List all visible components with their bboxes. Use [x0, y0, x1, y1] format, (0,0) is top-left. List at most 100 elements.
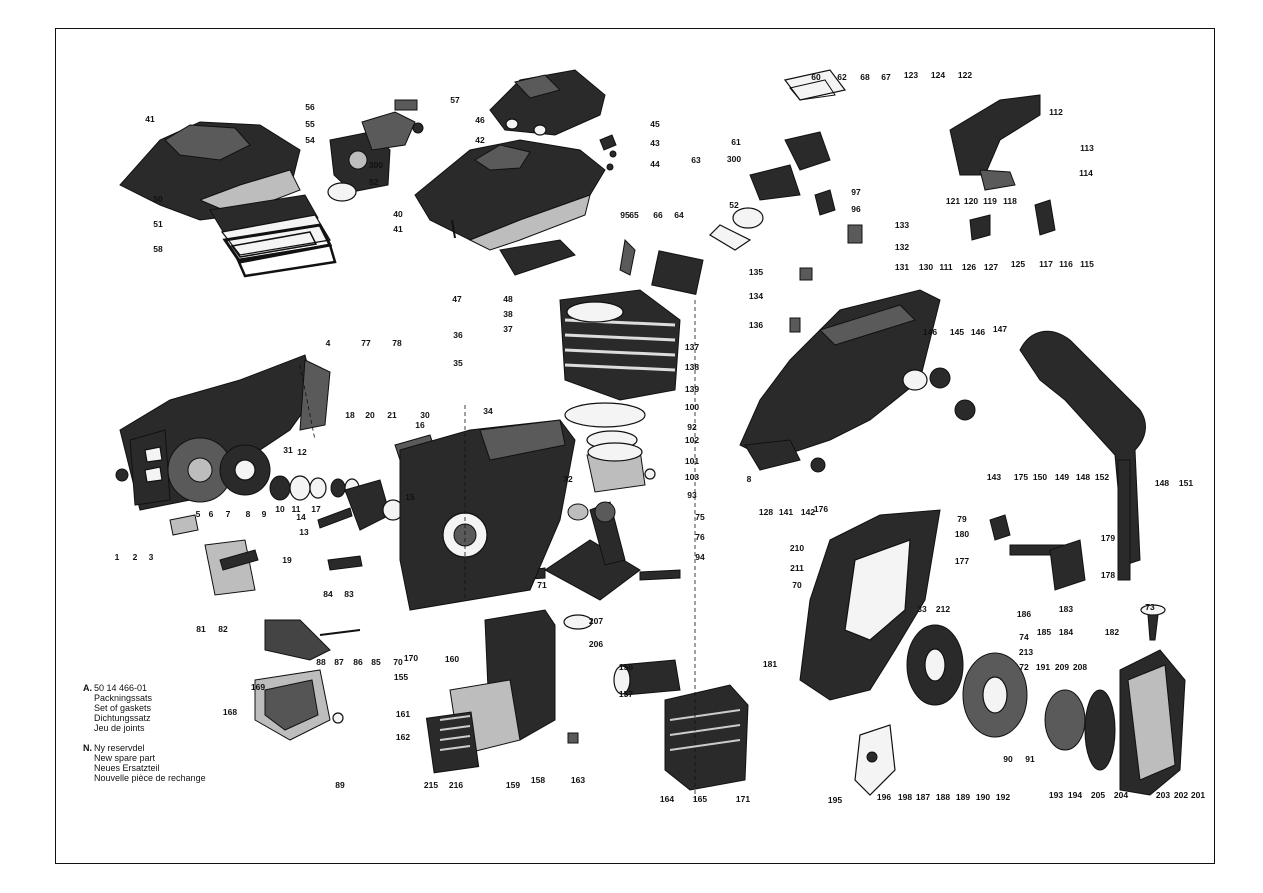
part-callout-19: 19: [282, 555, 292, 565]
part-callout-118: 118: [1003, 196, 1017, 206]
part-callout-195: 195: [828, 795, 842, 805]
part-callout-3: 3: [149, 552, 154, 562]
part-callout-60: 60: [811, 72, 821, 82]
part-callout-146: 146: [971, 327, 985, 337]
part-callout-8: 8: [246, 509, 251, 519]
part-callout-7: 7: [226, 509, 231, 519]
part-callout-137: 137: [685, 342, 699, 352]
part-callout-67: 67: [881, 72, 891, 82]
part-callout-15: 15: [405, 492, 415, 502]
part-callout-177: 177: [955, 556, 969, 566]
part-callout-216: 216: [449, 780, 463, 790]
crankcase-right: [799, 509, 941, 701]
part-callout-89: 89: [335, 780, 345, 790]
part-callout-6: 6: [209, 509, 214, 519]
screws-top-center: [451, 134, 617, 239]
part-callout-73: 73: [1145, 602, 1155, 612]
part-callout-81: 81: [196, 624, 206, 634]
part-callout-36: 36: [453, 330, 463, 340]
part-callout-141: 141: [779, 507, 793, 517]
part-callout-117: 117: [1039, 259, 1053, 269]
part-callout-32: 32: [563, 474, 573, 484]
part-callout-181: 181: [763, 659, 777, 669]
part-callout-103: 103: [685, 472, 699, 482]
part-callout-96: 96: [851, 204, 861, 214]
part-callout-116: 116: [1059, 259, 1073, 269]
muffler: [425, 609, 593, 774]
cylinder-cover: [414, 69, 606, 251]
part-callout-93: 93: [687, 490, 697, 500]
part-callout-156: 156: [619, 662, 633, 672]
part-callout-45: 45: [650, 119, 660, 129]
part-callout-16: 16: [415, 420, 425, 430]
part-callout-133: 133: [895, 220, 909, 230]
part-callout-164: 164: [660, 794, 674, 804]
part-callout-126: 126: [962, 262, 976, 272]
part-callout-160: 160: [445, 654, 459, 664]
part-callout-38: 38: [503, 309, 513, 319]
part-callout-121: 121: [946, 196, 960, 206]
part-callout-114: 114: [1079, 168, 1093, 178]
legend-line: New spare part: [94, 753, 156, 763]
part-callout-194: 194: [1068, 790, 1082, 800]
part-callout-136: 136: [749, 320, 763, 330]
part-callout-146: 146: [923, 327, 937, 337]
part-callout-18: 18: [345, 410, 355, 420]
part-callout-43: 43: [650, 138, 660, 148]
part-callout-86: 86: [353, 657, 363, 667]
part-callout-11: 11: [292, 504, 301, 514]
part-callout-113: 113: [1080, 143, 1094, 153]
legend-key-a: A.: [83, 683, 92, 693]
part-callout-148: 148: [1076, 472, 1090, 482]
part-callout-131: 131: [895, 262, 909, 272]
part-callout-14: 14: [296, 512, 306, 522]
part-callout-85: 85: [371, 657, 381, 667]
crankshaft: [514, 501, 681, 601]
part-callout-84: 84: [323, 589, 333, 599]
part-callout-83: 83: [344, 589, 354, 599]
part-callout-175: 175: [1014, 472, 1028, 482]
part-callout-145: 145: [950, 327, 964, 337]
part-callout-34: 34: [483, 406, 493, 416]
part-callout-115: 115: [1080, 259, 1094, 269]
part-callout-97: 97: [851, 187, 861, 197]
part-callout-1: 1: [115, 552, 120, 562]
part-callout-128: 128: [759, 507, 773, 517]
part-callout-182: 182: [1105, 627, 1119, 637]
part-callout-76: 76: [695, 532, 705, 542]
part-callout-42: 42: [475, 135, 485, 145]
part-callout-202: 202: [1174, 790, 1188, 800]
part-callout-187: 187: [916, 792, 930, 802]
part-callout-198: 198: [898, 792, 912, 802]
legend-gasket-set: A.50 14 466-01 Packningssats Set of gask…: [83, 683, 152, 733]
crankcase-left: [399, 419, 576, 611]
part-callout-58: 58: [153, 244, 163, 254]
part-callout-123: 123: [904, 70, 918, 80]
part-callout-206: 206: [589, 639, 603, 649]
part-callout-74: 74: [1019, 632, 1029, 642]
part-callout-102: 102: [685, 435, 699, 445]
legend-line: Packningssats: [94, 693, 153, 703]
part-callout-92: 92: [687, 422, 697, 432]
part-callout-72: 72: [1019, 662, 1029, 672]
part-callout-300: 300: [727, 154, 741, 164]
part-callout-127: 127: [984, 262, 998, 272]
part-callout-21: 21: [387, 410, 397, 420]
part-callout-215: 215: [424, 780, 438, 790]
starter-unit: [1044, 604, 1186, 796]
part-callout-134: 134: [749, 291, 763, 301]
part-callout-4: 4: [326, 338, 331, 348]
part-callout-124: 124: [931, 70, 945, 80]
part-callout-66: 66: [653, 210, 663, 220]
part-callout-169: 169: [251, 682, 265, 692]
part-callout-138: 138: [685, 362, 699, 372]
part-callout-142: 142: [801, 507, 815, 517]
legend-line: Nouvelle pièce de rechange: [94, 773, 206, 783]
chain-brake-parts: [204, 539, 363, 741]
part-callout-189: 189: [956, 792, 970, 802]
fuel-tank: [739, 224, 976, 473]
part-callout-56: 56: [305, 102, 315, 112]
part-callout-20: 20: [365, 410, 375, 420]
cylinder: [499, 238, 704, 401]
part-callout-176: 176: [814, 504, 828, 514]
